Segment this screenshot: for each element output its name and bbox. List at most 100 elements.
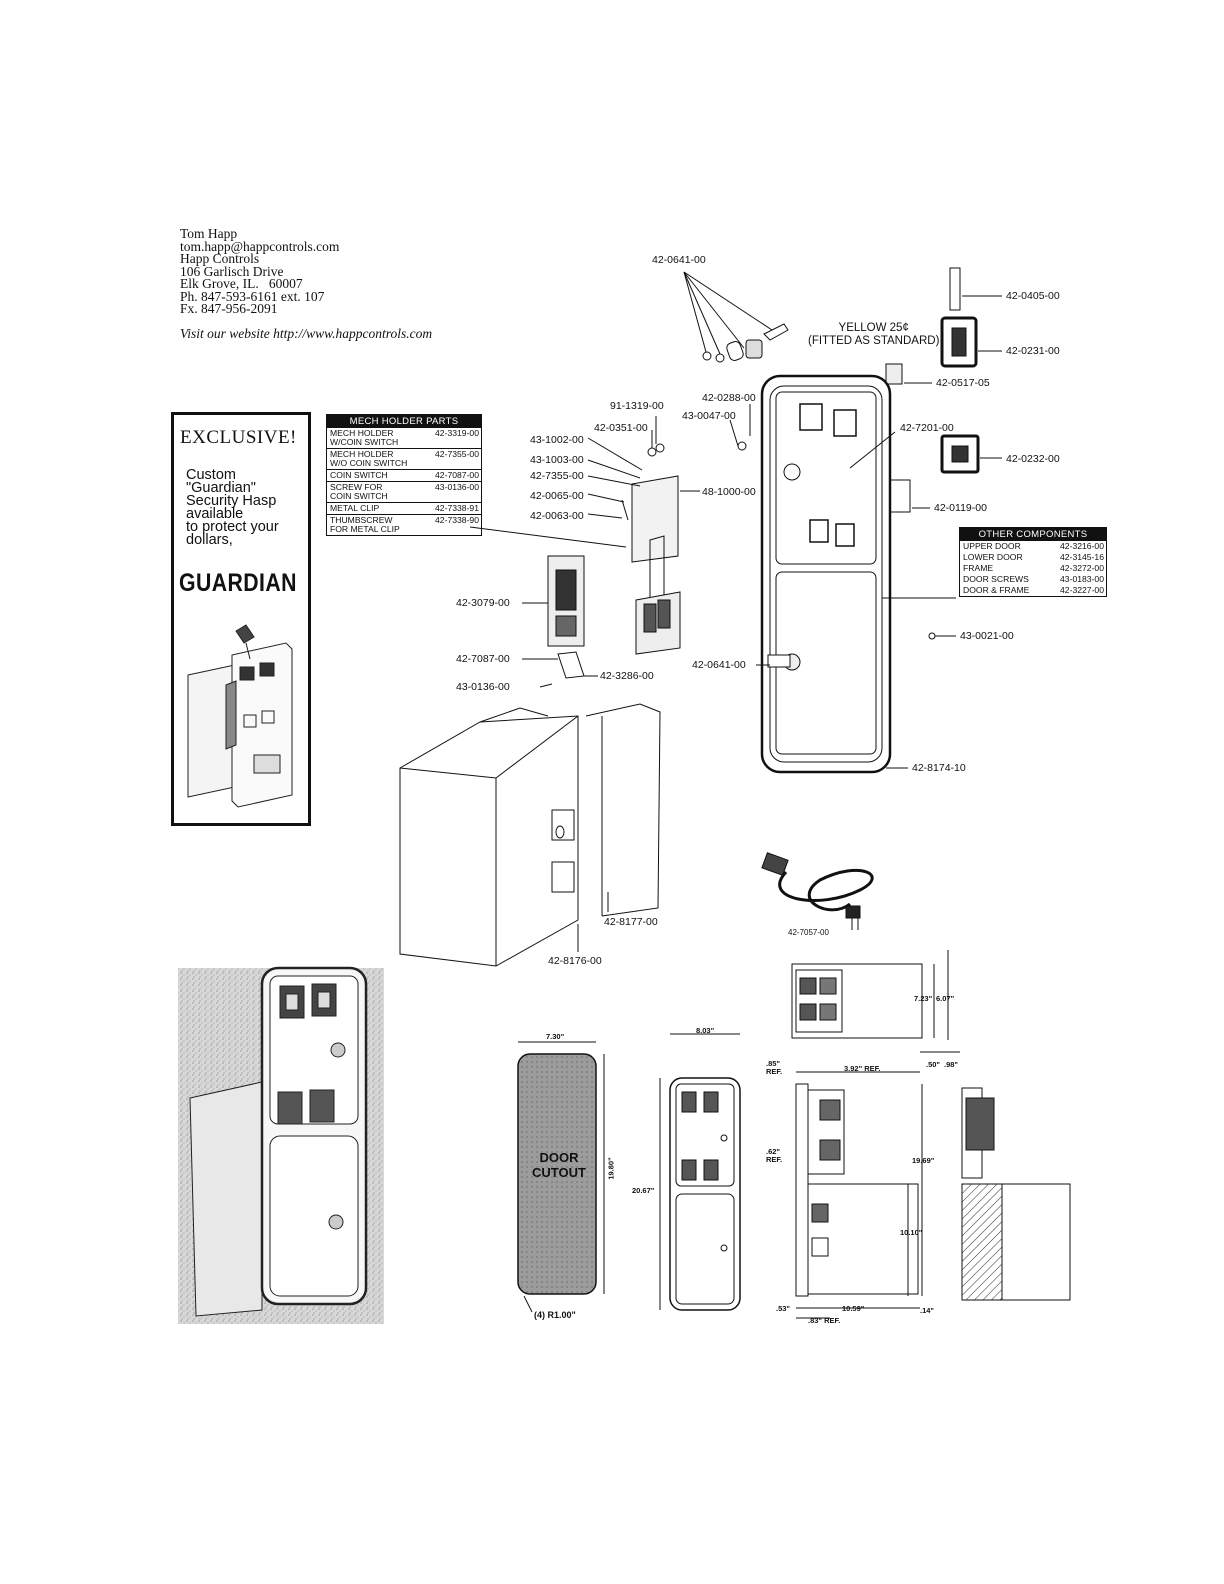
part-number: 43-0136-00 xyxy=(424,481,481,503)
table-row: FRAME 42-3272-00 xyxy=(960,563,1106,574)
coin-bezel-mid xyxy=(940,434,980,474)
door-cutout-label: DOOR CUTOUT xyxy=(522,1150,596,1180)
table-row: DOOR & FRAME 42-3227-00 xyxy=(960,585,1106,596)
callout-p6: 43-1003-00 xyxy=(530,454,584,466)
dim-door-width: 8.03" xyxy=(696,1026,715,1035)
cabinet-box xyxy=(399,703,661,967)
part-desc: FOR METAL CLIP xyxy=(330,524,400,534)
dim-cutout-height: 19.80" xyxy=(606,1157,616,1180)
dim-side-e: .14" xyxy=(920,1306,934,1315)
door-frame-assembly xyxy=(760,374,892,774)
dim-text: REF. xyxy=(766,1155,783,1164)
dim-side-b: 3.92" REF. xyxy=(844,1064,881,1073)
promo-line: "Guardian" xyxy=(186,480,256,496)
part-desc: COIN SWITCH xyxy=(330,491,388,501)
coin-mech-part xyxy=(547,555,585,647)
promo-headline: EXCLUSIVE! xyxy=(180,427,297,448)
dim-side-box: 10.10" xyxy=(900,1228,923,1237)
callout-frame-assembly: 42-8174-10 xyxy=(912,762,966,774)
promo-text: Custom "Guardian" Security Hasp availabl… xyxy=(186,468,308,548)
yellow-line: (FITTED AS STANDARD) xyxy=(808,335,940,347)
callout-coin-slot-insert: 42-0405-00 xyxy=(1006,290,1060,302)
side-view-drawing xyxy=(795,1083,919,1297)
dim-top-a: 7.23" xyxy=(914,994,933,1003)
callout-screw: 43-0021-00 xyxy=(960,630,1014,642)
part-desc: LOWER DOOR xyxy=(963,552,1023,562)
coin-slot-insert xyxy=(949,267,961,311)
callout-button: 42-0517-05 xyxy=(936,377,990,389)
part-number: 42-3227-00 xyxy=(1060,585,1104,595)
power-cord xyxy=(761,852,874,930)
contact-website[interactable]: Visit our website http://www.happcontrol… xyxy=(180,325,433,341)
cutout-text: CUTOUT xyxy=(532,1165,586,1180)
cutout-text: DOOR xyxy=(539,1150,579,1165)
callout-coin-switch: 42-7087-00 xyxy=(456,653,510,665)
dim-door-height: 20.67" xyxy=(632,1186,655,1195)
promo-line: available xyxy=(186,506,244,522)
dim-cutout-width: 7.30" xyxy=(546,1032,565,1041)
dim-top-b: 6.07" xyxy=(936,994,955,1003)
callout-bezel-mid: 42-0232-00 xyxy=(1006,453,1060,465)
contact-company: Happ Controls xyxy=(180,251,260,266)
promo-line: to protect your xyxy=(186,519,279,535)
callout-coin-return: 42-0119-00 xyxy=(934,502,987,514)
dim-side-height: 19.69" xyxy=(912,1156,935,1165)
callout-p9: 42-0063-00 xyxy=(530,510,584,522)
callout-p10: 48-1000-00 xyxy=(702,486,756,498)
key-parts-group xyxy=(683,271,789,363)
contact-email[interactable]: tom.happ@happcontrols.com xyxy=(180,238,340,254)
section-view-drawing xyxy=(961,1087,1071,1301)
other-table-title: OTHER COMPONENTS xyxy=(960,528,1106,541)
callout-p8: 42-0065-00 xyxy=(530,490,584,502)
yellow-line: YELLOW 25¢ xyxy=(838,322,909,334)
contact-name: Tom Happ xyxy=(180,226,238,241)
part-desc: W/O COIN SWITCH xyxy=(330,458,408,468)
coin-bezel-top xyxy=(940,316,978,368)
mech-holder-assembly xyxy=(621,441,747,655)
dim-side-a: .85" REF. xyxy=(766,1060,782,1076)
callout-cash-box: 42-8177-00 xyxy=(604,916,658,928)
mech-table-leader xyxy=(469,526,627,548)
part-desc: DOOR SCREWS xyxy=(963,574,1029,584)
contact-street: 106 Garlisch Drive xyxy=(180,263,284,279)
yellow-coin-note: YELLOW 25¢ (FITTED AS STANDARD) xyxy=(808,322,939,348)
part-desc: FRAME xyxy=(963,563,994,573)
callout-p4: 42-0351-00 xyxy=(594,422,648,434)
dim-top-d: .98" xyxy=(944,1060,958,1069)
part-desc: W/COIN SWITCH xyxy=(330,437,399,447)
callout-coin-mech: 42-3079-00 xyxy=(456,597,510,609)
contact-block: Tom Happ tom.happ@happcontrols.com Happ … xyxy=(180,226,433,341)
door-front-drawing xyxy=(669,1077,741,1311)
contact-phone: Ph. 847-593-6161 ext. 107 xyxy=(180,288,325,304)
mech-table-title: MECH HOLDER PARTS xyxy=(327,415,481,428)
part-number: 42-3272-00 xyxy=(1060,563,1104,573)
part-desc: DOOR & FRAME xyxy=(963,585,1030,595)
callout-bezel-top: 42-0231-00 xyxy=(1006,345,1060,357)
dim-side-c: .62" REF. xyxy=(766,1148,782,1164)
callout-p5: 43-1002-00 xyxy=(530,434,584,446)
callout-cabinet: 42-8176-00 xyxy=(548,955,602,967)
part-desc: MECH HOLDER xyxy=(330,428,394,438)
dim-cutout-radius: (4) R1.00" xyxy=(534,1310,576,1320)
part-number: 42-7338-90 xyxy=(435,515,479,525)
table-row: METAL CLIP 42-7338-91 xyxy=(327,502,481,515)
callout-p1: 42-0288-00 xyxy=(702,392,756,404)
dim-text: .85" xyxy=(766,1059,780,1068)
contact-fax: Fx. 847-956-2091 xyxy=(180,301,278,316)
callout-p3: 91-1319-00 xyxy=(610,400,664,412)
callout-key-lower: 42-0641-00 xyxy=(692,659,746,671)
dim-text: .62" xyxy=(766,1147,780,1156)
part-number: 42-7355-00 xyxy=(424,448,481,470)
product-photo-cabinet xyxy=(189,966,368,1317)
part-desc: COIN SWITCH xyxy=(330,470,388,480)
